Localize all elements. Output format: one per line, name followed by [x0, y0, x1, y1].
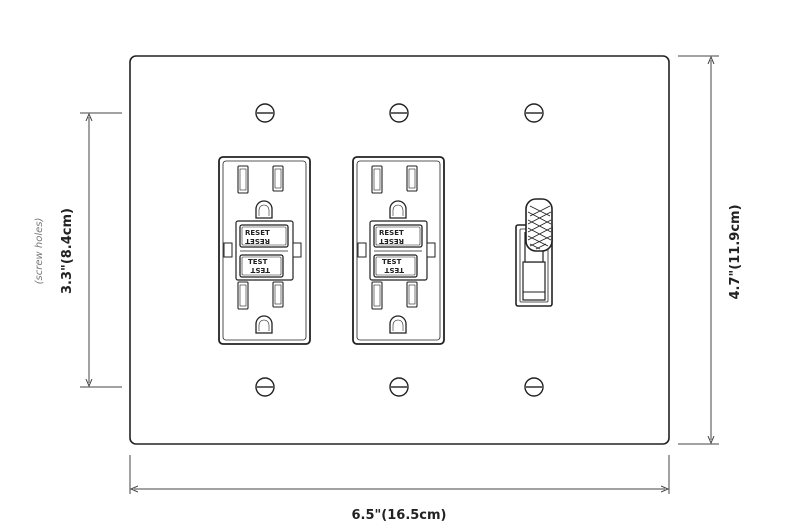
- reset-button[interactable]: RESET RESET: [239, 224, 289, 248]
- ground-hole: [389, 315, 407, 334]
- screw-icon: [255, 377, 275, 397]
- reset-button[interactable]: RESET RESET: [373, 224, 423, 248]
- height-label: 4.7"(11.9cm): [728, 204, 743, 299]
- test-button[interactable]: TEST TEST: [373, 254, 418, 278]
- ground-hole: [389, 200, 407, 219]
- screw-span-label: 3.3"(8.4cm): [60, 208, 75, 294]
- reset-mirrored-label: RESET: [379, 237, 404, 245]
- outlet-slot: [406, 165, 418, 192]
- screw-icon: [524, 103, 544, 123]
- reset-mirrored-label: RESET: [245, 237, 270, 245]
- test-label: TEST: [248, 258, 268, 266]
- outlet-slot: [371, 165, 383, 194]
- outlet-slot: [272, 281, 284, 308]
- outlet-slot: [406, 281, 418, 308]
- outlet-slot: [272, 165, 284, 192]
- screw-note: (screw holes): [34, 218, 45, 285]
- outlet-slot: [371, 281, 383, 310]
- ground-hole: [255, 200, 273, 219]
- test-label: TEST: [382, 258, 402, 266]
- width-label: 6.5"(16.5cm): [351, 508, 446, 523]
- outlet-slot: [237, 165, 249, 194]
- ground-hole: [255, 315, 273, 334]
- reset-label: RESET: [245, 229, 270, 237]
- outlet-slot: [237, 281, 249, 310]
- test-mirrored-label: TEST: [250, 266, 270, 274]
- reset-label: RESET: [379, 229, 404, 237]
- width-dimension: [129, 455, 670, 494]
- test-mirrored-label: TEST: [384, 266, 404, 274]
- screw-icon: [524, 377, 544, 397]
- screw-icon: [389, 377, 409, 397]
- test-button[interactable]: TEST TEST: [239, 254, 284, 278]
- gfci-outlet: RESET RESET TEST TEST: [218, 156, 311, 345]
- screw-span-dimension: [80, 112, 122, 388]
- screw-icon: [389, 103, 409, 123]
- height-dimension: [678, 55, 719, 445]
- toggle-switch[interactable]: [515, 198, 553, 307]
- screw-icon: [255, 103, 275, 123]
- gfci-outlet: RESET RESET TEST TEST: [352, 156, 445, 345]
